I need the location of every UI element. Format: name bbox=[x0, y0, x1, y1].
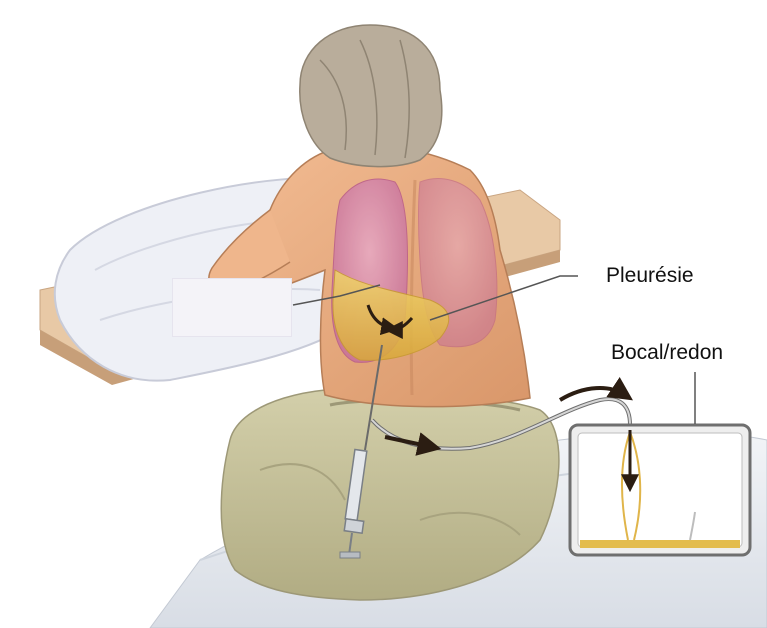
hidden-label-box bbox=[172, 278, 292, 337]
label-bocal-redon: Bocal/redon bbox=[611, 341, 723, 365]
label-pleuresie: Pleurésie bbox=[606, 264, 694, 288]
drainage-jar-icon bbox=[570, 425, 750, 555]
hair bbox=[300, 25, 442, 167]
